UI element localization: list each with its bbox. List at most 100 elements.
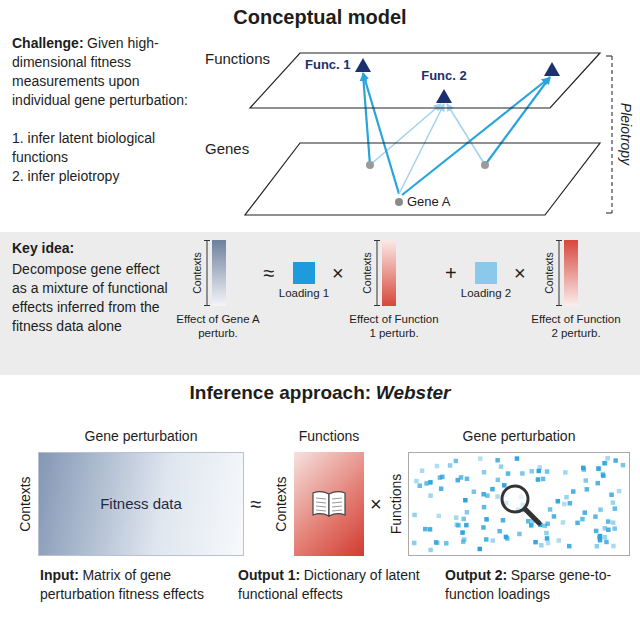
sparse-entry — [439, 487, 444, 492]
section-heading: Inference approach:Webster — [0, 382, 640, 404]
sparse-entry — [454, 515, 459, 520]
gene-label: Gene A — [407, 194, 450, 209]
sparse-entry — [482, 505, 487, 510]
sparse-entry — [505, 536, 510, 541]
loading-matrix — [408, 452, 630, 556]
sparse-entry — [556, 499, 561, 504]
sparse-entry — [604, 540, 609, 545]
gene-dot — [395, 198, 403, 206]
node-f1: Func. 1 — [305, 57, 375, 73]
sparse-entry — [602, 461, 607, 466]
function-triangle — [544, 62, 560, 76]
function-triangle-shape — [436, 89, 452, 103]
node-dict: FunctionsContexts — [268, 428, 364, 556]
bar-caption: Effect of Function 2 perturb. — [528, 312, 624, 340]
bracket-line — [377, 241, 378, 306]
axis-label: Functions — [388, 474, 404, 535]
function-label: Func. 2 — [412, 68, 476, 83]
challenge-item: 1. infer latent biological functions — [12, 129, 197, 167]
operator-symbol: ≈ — [264, 262, 275, 285]
sparse-entry — [428, 480, 433, 485]
sparse-entry — [414, 479, 419, 484]
sparse-entry — [584, 478, 589, 483]
sparse-entry — [563, 470, 568, 475]
book-line — [332, 502, 342, 503]
axis-label: Contexts — [360, 252, 372, 293]
sparse-entry — [601, 472, 606, 477]
sparse-entry — [545, 536, 550, 541]
sparse-entry — [611, 500, 616, 505]
gene-dot-shape — [395, 198, 403, 206]
sparse-entry — [545, 522, 550, 527]
band-body: Decompose gene effect as a mixture of fu… — [12, 260, 172, 336]
operator-symbol: × — [332, 262, 344, 285]
effect-bar — [212, 240, 226, 306]
sparse-entry — [454, 459, 459, 464]
plane-label: Genes — [205, 140, 249, 157]
sparse-entry — [412, 513, 417, 518]
gene-function-connector — [363, 73, 399, 194]
book-line — [316, 510, 326, 511]
node-bar: ContextsEffect of Function 1 perturb. — [346, 240, 442, 344]
magnifier-icon — [495, 479, 545, 529]
sparse-entry — [472, 490, 477, 495]
sparse-entry — [611, 520, 616, 525]
sparse-entry — [495, 458, 500, 463]
sparse-entry — [580, 517, 585, 522]
sparse-entry — [478, 456, 483, 461]
sparse-entry — [456, 478, 461, 483]
book-line — [316, 502, 326, 503]
sparse-entry — [495, 494, 500, 499]
bracket-tick — [556, 240, 562, 241]
function-triangle-shape — [355, 58, 371, 72]
sparse-entry — [596, 467, 601, 472]
sparse-entry — [564, 495, 569, 500]
sparse-entry — [568, 501, 573, 506]
book-icon — [311, 490, 347, 518]
node-plane: FunctionsFunc. 1Func. 2 — [205, 48, 605, 113]
sparse-entry — [612, 526, 617, 531]
sparse-entry — [424, 481, 429, 486]
loading-square — [293, 262, 315, 284]
matrix-caption: Input:Matrix of gene perturbation fitnes… — [40, 566, 230, 604]
axis-label: Gene perturbation — [408, 428, 630, 444]
sparse-entry — [611, 544, 616, 549]
caption-heading: Input: — [40, 567, 79, 583]
sparse-entry — [583, 510, 588, 515]
book-page — [329, 492, 345, 516]
sparse-entry — [465, 477, 470, 482]
bracket-line — [559, 241, 560, 306]
sparse-entry — [617, 489, 622, 494]
axis-label: Gene perturbation — [38, 428, 244, 444]
axis-label: Contexts — [190, 252, 202, 293]
node-plane: GenesGene A — [205, 138, 605, 218]
sparse-entry — [575, 521, 580, 526]
band-heading: Key idea: — [12, 240, 74, 256]
sparse-entry — [585, 487, 590, 492]
sparse-entry — [491, 538, 496, 543]
sparse-entry — [412, 541, 417, 546]
sparse-entry — [621, 463, 626, 468]
matrix-label: Fitness data — [39, 495, 243, 512]
sparse-entry — [530, 469, 535, 474]
sparse-entry — [444, 541, 449, 546]
axis-label: Contexts — [272, 476, 288, 531]
gene-function-arrow — [402, 78, 549, 195]
sparse-entry — [465, 510, 470, 515]
pleiotropy-bracket — [606, 212, 612, 213]
sparse-entry — [420, 469, 425, 474]
sparse-entry — [538, 465, 543, 470]
sparse-entry — [598, 507, 603, 512]
sparse-entry — [603, 535, 608, 540]
sparse-entry — [460, 530, 465, 535]
bracket-tick — [374, 305, 380, 306]
sparse-entry — [603, 461, 608, 466]
sparse-entry — [520, 471, 525, 476]
bracket-line — [207, 241, 208, 306]
sparse-entry — [571, 489, 576, 494]
sparse-entry — [502, 483, 507, 488]
loading-square — [475, 262, 497, 284]
sparse-entry — [428, 548, 433, 553]
sparse-entry — [499, 464, 504, 469]
sparse-entry — [481, 525, 486, 530]
